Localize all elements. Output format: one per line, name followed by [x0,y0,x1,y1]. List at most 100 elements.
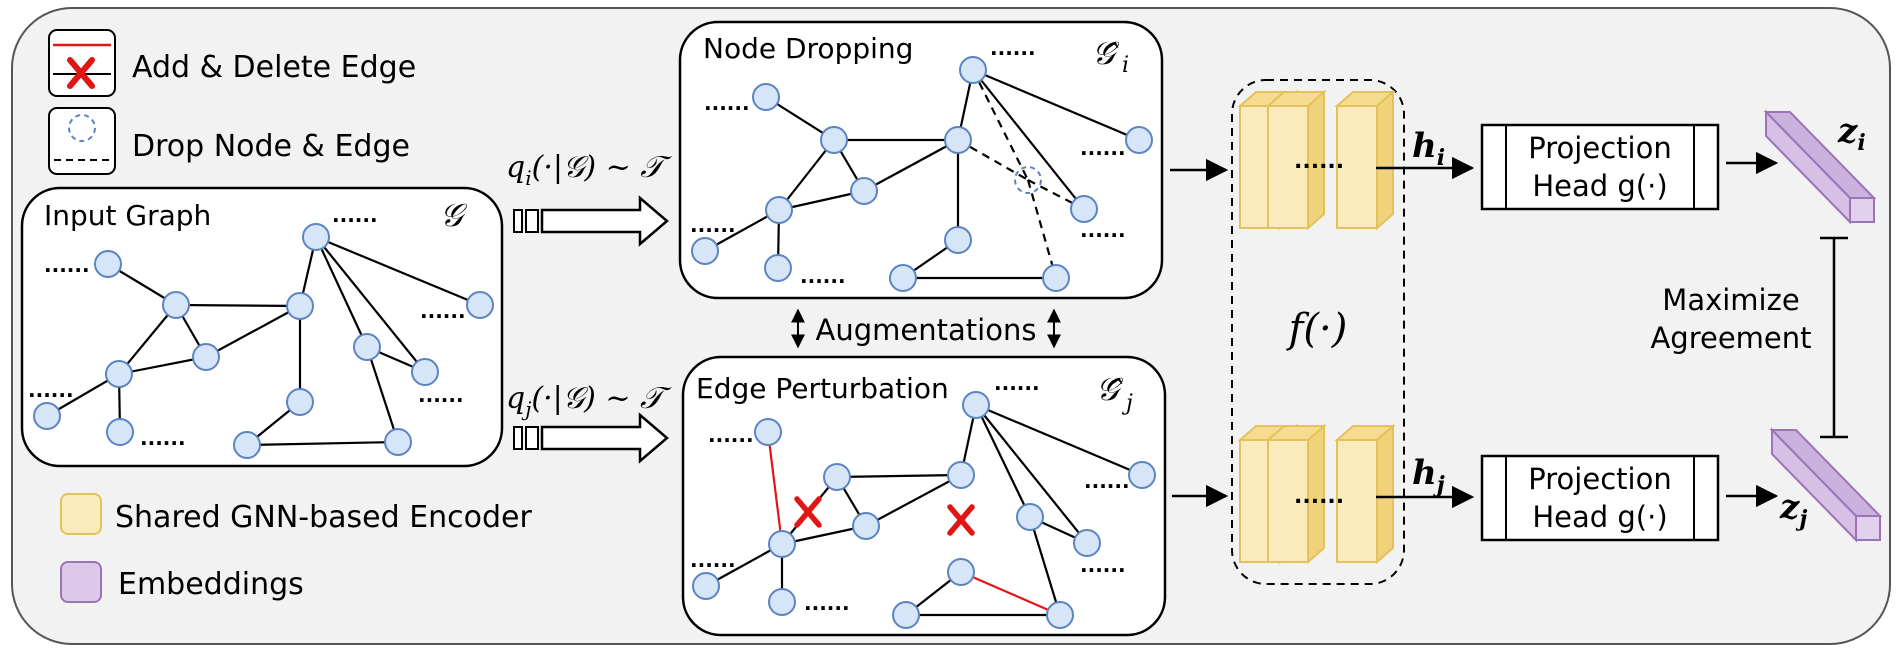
graph-node [959,56,987,84]
graph-edge [118,304,177,375]
maximize-line1: Maximize [1662,283,1799,317]
sample-arrow-top: qi(·|𝒢) ~ 𝒯 [506,150,672,247]
embedding-top [1763,109,1877,225]
graph-node [692,572,720,600]
encoder-layer [1336,439,1378,563]
h-i: hi [1376,126,1475,180]
graph-edge [705,543,783,587]
delete-edge-mark [947,504,975,536]
graph-edge [836,473,962,479]
graph-node [889,264,917,292]
h-j: hj [1376,453,1475,509]
delete-edge-mark [794,496,822,528]
graph-node [384,428,412,456]
node-dropping-box: Node Dropping 𝒢̂ i .....................… [678,20,1164,300]
graph-edge [781,524,867,546]
graph-node [947,558,975,586]
graph-edge [118,355,207,376]
graph-edge [865,474,962,527]
graph-node [302,223,330,251]
encoder-layer [1267,439,1309,563]
augmentations-label: Augmentations [816,313,1037,347]
graph-node [411,358,439,386]
encoder-dots-bottom: ...... [1294,484,1344,509]
projection-top-line1: Projection [1528,131,1671,165]
z-i-label: zi [1837,111,1866,156]
graph-edge [972,68,1140,142]
graph-node [852,512,880,540]
h-i-label: hi [1412,126,1445,171]
input-graph-box: Input Graph 𝒢 ..........................… [20,186,504,468]
node-dropping-subscript: i [1122,53,1129,78]
graph-node [192,343,220,371]
legend-encoder-label: Shared GNN-based Encoder [115,500,533,535]
graph-edge [1027,179,1085,210]
graph-node [162,291,190,319]
ellipsis: ...... [1080,136,1126,160]
embedding-bottom [1769,427,1883,543]
graph-node [286,292,314,320]
graph-edge [766,431,784,545]
dropped-node [1014,166,1042,194]
graph-node [353,333,381,361]
graph-node [944,226,972,254]
graph-node [1042,264,1070,292]
graph-node [1073,529,1101,557]
graph-node [823,463,851,491]
ellipsis: ...... [140,426,186,450]
graph-node [1070,195,1098,223]
graph-node [768,588,796,616]
graph-edge [1028,516,1062,616]
encoder-layer-side-face [1376,423,1394,565]
sample-arrow-bottom: qj(·|𝒢) ~ 𝒯 [506,381,672,464]
encoder-dots-top: ...... [1294,149,1344,174]
graph-edge [365,346,400,443]
edge-perturbation-graph: .................................... [690,371,1156,629]
ellipsis: ...... [704,91,750,115]
graph-edge [175,303,301,308]
ellipsis: ...... [800,264,846,288]
ellipsis: ...... [690,213,736,237]
legend-add-delete-label: Add & Delete Edge [132,50,416,85]
input-graph: .................................... [28,203,494,459]
ellipsis: ...... [708,423,754,447]
graph-node [768,530,796,558]
ellipsis: ...... [1084,469,1130,493]
ellipsis: ...... [1080,218,1126,242]
encoder-layers-top [1237,89,1396,231]
graph-edge [1026,179,1058,279]
encoder-layer-side-face [1376,89,1394,231]
encoder-layer [1267,105,1309,229]
graph-edge [246,440,399,447]
graph-node [233,431,261,459]
ellipsis: ...... [804,591,850,615]
graph-edge [315,236,426,373]
graph-edge [960,570,1061,617]
legend: Add & Delete Edge Drop Node & Edge Share… [48,29,533,603]
ellipsis: ...... [44,253,90,277]
maximize-line2: Agreement [1650,321,1811,355]
z-j-label: zj [1779,487,1807,532]
graph-node [1125,126,1153,154]
graph-edge [205,305,301,358]
graph-node [1016,503,1044,531]
h-j-label: hj [1412,453,1445,498]
graph-node [754,418,782,446]
ellipsis: ...... [28,378,74,402]
graph-edge [975,404,1088,544]
graph-edge [778,139,835,211]
graph-edge [778,189,865,212]
graph-edge [704,209,780,252]
maximize-agreement: Maximize Agreement [1640,236,1848,439]
graph-node [947,461,975,489]
graph-node [466,291,494,319]
graph-edge [975,404,1031,518]
graph-edge [315,236,368,348]
encoder-symbol: f(·) [1286,306,1348,352]
graph-edge [972,69,1029,181]
graph-node [764,254,792,282]
graph-node [962,391,990,419]
sample-top-q: qi(·|𝒢) ~ 𝒯 [506,150,672,190]
ellipsis: ...... [990,36,1036,60]
ellipsis: ...... [418,383,464,407]
